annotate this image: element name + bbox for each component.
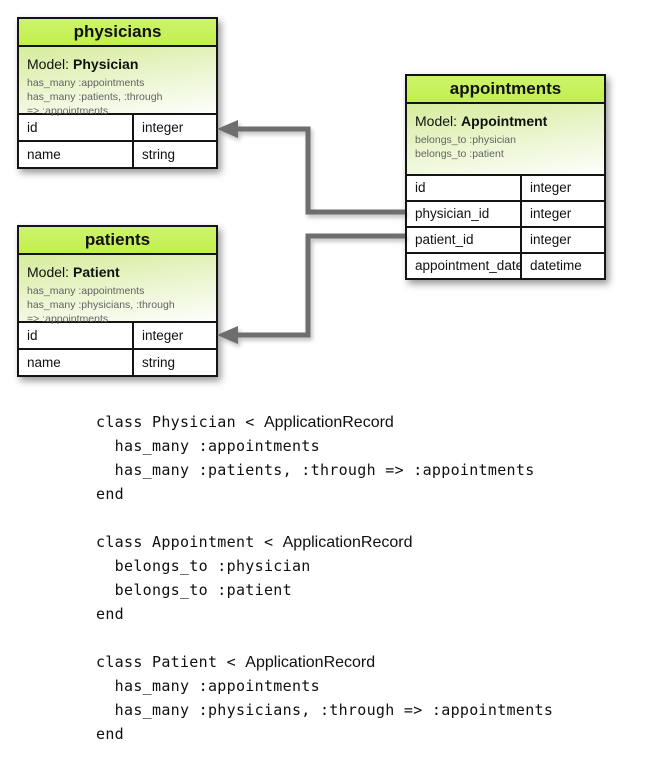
table-row: physician_id integer bbox=[407, 200, 604, 226]
arrowhead-left-icon bbox=[217, 326, 238, 344]
association-line: has_many :patients, :through bbox=[27, 91, 163, 103]
table-row: id integer bbox=[19, 115, 216, 140]
column-name-cell: name bbox=[19, 142, 134, 167]
code-line: belongs_to :patient bbox=[96, 581, 292, 599]
code-line: end bbox=[96, 725, 124, 743]
table-physicians-model-panel: Model:Physician has_many :appointments h… bbox=[19, 47, 216, 117]
code-line: class Patient < ApplicationRecord bbox=[96, 650, 553, 674]
code-block-patient: class Patient < ApplicationRecord has_ma… bbox=[96, 650, 553, 746]
model-label: Model: bbox=[415, 113, 458, 129]
ruby-code-listing: class Physician < ApplicationRecord has_… bbox=[96, 410, 553, 770]
code-superclass: ApplicationRecord bbox=[263, 414, 394, 431]
model-label: Model: bbox=[27, 264, 70, 280]
association-line: belongs_to :physician bbox=[415, 134, 516, 146]
association-line: has_many :appointments bbox=[27, 285, 145, 297]
model-line: Model:Appointment bbox=[415, 113, 598, 129]
column-name-cell: name bbox=[19, 350, 134, 375]
association-line: belongs_to :patient bbox=[415, 148, 504, 160]
code-superclass: ApplicationRecord bbox=[282, 534, 413, 551]
table-appointments-title: appointments bbox=[407, 76, 604, 104]
table-row: name string bbox=[19, 140, 216, 167]
table-row: id integer bbox=[407, 176, 604, 200]
code-line: class Appointment < ApplicationRecord bbox=[96, 530, 553, 554]
table-appointments-model-panel: Model:Appointment belongs_to :physician … bbox=[407, 104, 604, 176]
table-patients: patients Model:Patient has_many :appoint… bbox=[17, 225, 218, 377]
code-class-prefix: class Physician < bbox=[96, 413, 264, 431]
code-line: end bbox=[96, 485, 124, 503]
column-name-cell: physician_id bbox=[407, 202, 522, 226]
table-patients-title: patients bbox=[19, 227, 216, 255]
column-name-cell: patient_id bbox=[407, 228, 522, 252]
column-type-cell: integer bbox=[530, 206, 572, 221]
code-line: belongs_to :physician bbox=[96, 557, 311, 575]
model-name: Appointment bbox=[461, 113, 548, 129]
code-line: has_many :appointments bbox=[96, 677, 320, 695]
code-line: class Physician < ApplicationRecord bbox=[96, 410, 553, 434]
model-label: Model: bbox=[27, 56, 70, 72]
table-row: appointment_date datetime bbox=[407, 252, 604, 278]
code-line: end bbox=[96, 605, 124, 623]
code-line: has_many :appointments bbox=[96, 437, 320, 455]
association-line: => :appointments bbox=[27, 105, 109, 117]
code-line: has_many :patients, :through => :appoint… bbox=[96, 461, 535, 479]
table-physicians-title: physicians bbox=[19, 19, 216, 47]
column-name-cell: id bbox=[407, 176, 522, 200]
arrow-physician-id-to-physicians bbox=[236, 126, 405, 215]
table-physicians: physicians Model:Physician has_many :app… bbox=[17, 17, 218, 169]
column-name-cell: appointment_date bbox=[407, 254, 522, 278]
model-line: Model:Patient bbox=[27, 264, 210, 280]
column-type-cell: integer bbox=[530, 232, 572, 247]
model-name: Patient bbox=[73, 264, 120, 280]
code-block-appointment: class Appointment < ApplicationRecord be… bbox=[96, 530, 553, 626]
code-block-physician: class Physician < ApplicationRecord has_… bbox=[96, 410, 553, 506]
table-row: patient_id integer bbox=[407, 226, 604, 252]
arrow-patient-id-to-patients bbox=[236, 233, 405, 338]
association-line: => :appointments bbox=[27, 313, 109, 325]
column-type-cell: integer bbox=[530, 180, 572, 195]
column-name-cell: id bbox=[19, 115, 134, 140]
column-type-cell: datetime bbox=[530, 258, 582, 273]
table-row: id integer bbox=[19, 323, 216, 348]
code-class-prefix: class Appointment < bbox=[96, 533, 283, 551]
association-line: has_many :physicians, :through bbox=[27, 299, 175, 311]
column-type-cell: string bbox=[142, 147, 176, 162]
column-type-cell: integer bbox=[142, 120, 184, 135]
code-line: has_many :physicians, :through => :appoi… bbox=[96, 701, 554, 719]
arrowhead-left-icon bbox=[217, 120, 238, 138]
table-row: name string bbox=[19, 348, 216, 375]
table-appointments: appointments Model:Appointment belongs_t… bbox=[405, 74, 606, 280]
code-class-prefix: class Patient < bbox=[96, 653, 246, 671]
column-type-cell: string bbox=[142, 355, 176, 370]
model-name: Physician bbox=[73, 56, 139, 72]
code-superclass: ApplicationRecord bbox=[245, 654, 376, 671]
column-type-cell: integer bbox=[142, 328, 184, 343]
model-line: Model:Physician bbox=[27, 56, 210, 72]
association-line: has_many :appointments bbox=[27, 77, 145, 89]
column-name-cell: id bbox=[19, 323, 134, 348]
table-patients-model-panel: Model:Patient has_many :appointments has… bbox=[19, 255, 216, 325]
